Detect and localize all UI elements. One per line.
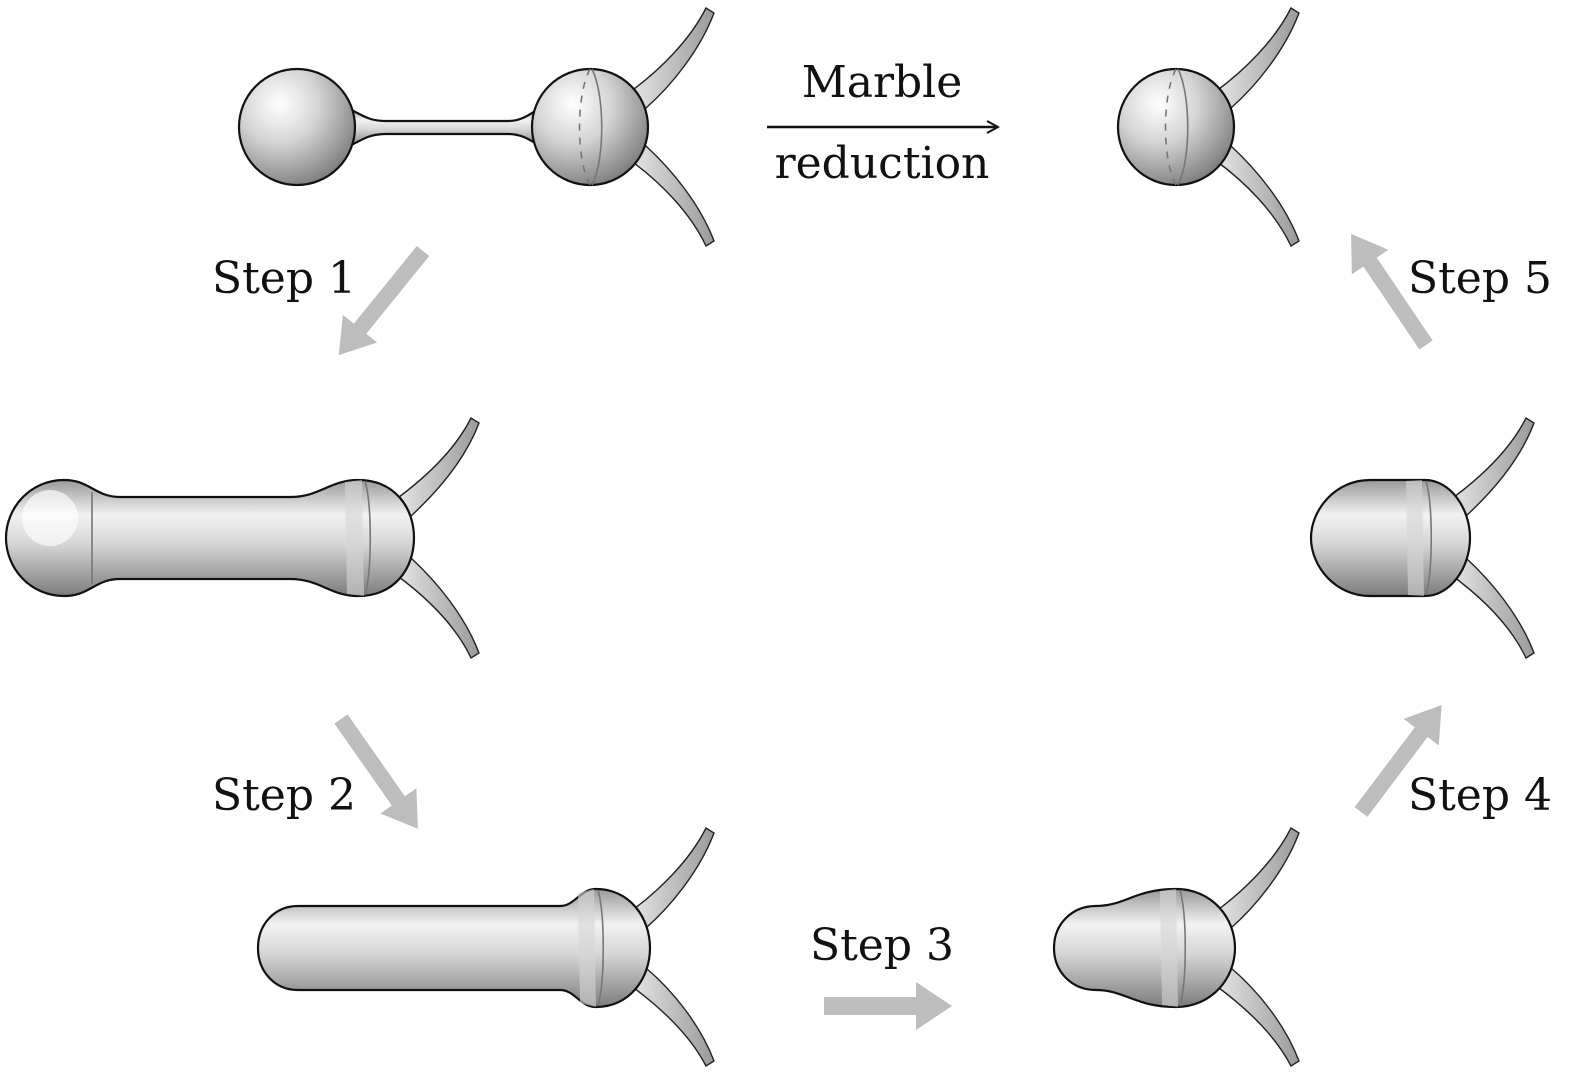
junction-seam	[591, 68, 603, 186]
stage-step1	[4, 416, 480, 660]
stage-step4	[1309, 416, 1535, 660]
step3-label: Step 3	[810, 920, 954, 971]
junction-seam-hidden	[578, 68, 591, 186]
egg-shape	[1309, 478, 1472, 598]
marble-reduction-arrow: Marble reduction	[767, 57, 998, 189]
step4-arrow	[1354, 704, 1442, 817]
junction-arm-upper	[628, 826, 715, 929]
junction-seam	[597, 889, 605, 1007]
junction-marble	[1116, 67, 1236, 187]
step5-arrow-shape	[1351, 233, 1433, 350]
junction-arm-lower	[628, 967, 715, 1067]
junction-arm-lower	[393, 557, 480, 660]
step1-label: Step 1	[212, 253, 356, 304]
junction-arm-upper	[628, 6, 715, 109]
main-arrow-label-top: Marble	[802, 57, 963, 108]
step5-label: Step 5	[1408, 253, 1552, 304]
step5-arrow	[1351, 233, 1433, 350]
step3-arrow-shape	[824, 982, 952, 1030]
junction-arm-upper	[1213, 6, 1300, 109]
step1-arrow	[338, 245, 430, 356]
step4-label: Step 4	[1408, 770, 1552, 821]
short-bulb	[1052, 887, 1237, 1009]
left-cap-highlight	[22, 490, 78, 546]
junction-seam	[1177, 68, 1189, 186]
junction-band	[1160, 889, 1178, 1007]
main-arrow-label-bottom: reduction	[775, 138, 990, 189]
left-marble	[237, 67, 357, 187]
junction-arm-upper	[393, 416, 480, 517]
step1-arrow-shape	[338, 245, 430, 356]
step2-arrow-shape	[334, 714, 418, 829]
thick-tube	[4, 478, 416, 598]
junction-arm-lower	[628, 145, 715, 248]
step-labels: Step 1 Step 2 Step 3 Step 4 Step 5	[212, 253, 1552, 971]
junction-arm-lower	[1448, 557, 1535, 660]
stage-final	[1116, 6, 1300, 248]
junction-band	[578, 889, 596, 1007]
step3-arrow	[824, 982, 952, 1030]
stage-initial	[237, 6, 715, 248]
step2-arrow	[334, 714, 418, 829]
junction-seam	[1179, 889, 1187, 1007]
junction-seam	[1425, 480, 1433, 596]
stage-step3	[1052, 826, 1300, 1067]
junction-marble	[530, 67, 650, 187]
junction-seam-hidden	[1164, 68, 1177, 186]
long-cylinder	[256, 887, 652, 1009]
step2-label: Step 2	[212, 770, 356, 821]
step-arrows	[334, 233, 1442, 1030]
step4-arrow-shape	[1354, 704, 1442, 817]
stage-step2	[256, 826, 715, 1067]
junction-band	[1406, 480, 1424, 596]
thin-neck	[346, 106, 542, 149]
junction-arm-upper	[1213, 826, 1300, 929]
junction-seam	[364, 480, 372, 596]
junction-arm-lower	[1213, 145, 1300, 248]
junction-arm-upper	[1448, 416, 1535, 517]
junction-band	[345, 480, 364, 596]
junction-arm-lower	[1213, 967, 1300, 1067]
